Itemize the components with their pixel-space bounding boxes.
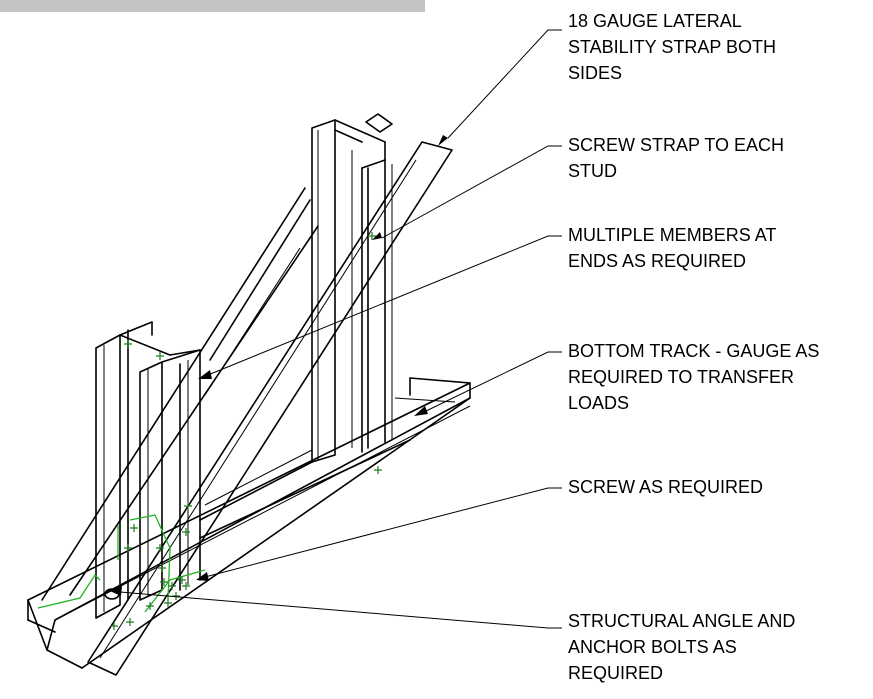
callout-line: SIDES [568,63,623,83]
leader-lines [110,29,562,629]
cross-rails [199,439,411,539]
callout-line: STRUCTURAL ANGLE AND [568,611,796,631]
structural-angle [37,514,206,613]
bottom-track [27,377,471,669]
callout-lateral-strap: 18 GAUGE LATERAL STABILITY STRAP BOTH SI… [568,8,776,86]
screw-marks [110,232,382,630]
callout-bottom-track: BOTTOM TRACK - GAUGE AS REQUIRED TO TRAN… [568,338,819,416]
callout-line: ANCHOR BOLTS AS [568,637,737,657]
callout-line: SCREW STRAP TO EACH [568,135,785,155]
callout-line: REQUIRED [568,663,664,683]
callout-screw-strap: SCREW STRAP TO EACH STUD [568,132,784,184]
lateral-strap [87,141,453,676]
callout-line: STABILITY STRAP BOTH [568,37,777,57]
callout-line: MULTIPLE MEMBERS AT [568,225,777,245]
front-studs [95,321,201,619]
callout-line: LOADS [568,393,630,413]
callout-multiple-members: MULTIPLE MEMBERS AT ENDS AS REQUIRED [568,222,776,274]
callout-structural-angle: STRUCTURAL ANGLE AND ANCHOR BOLTS AS REQ… [568,608,795,686]
title-bar-strip [0,0,425,12]
callout-screw-required: SCREW AS REQUIRED [568,474,763,500]
callout-line: REQUIRED TO TRANSFER [568,367,795,387]
callout-line: STUD [568,161,617,181]
callout-line: SCREW AS REQUIRED [568,477,764,497]
callout-line: 18 GAUGE LATERAL [568,11,742,31]
back-stud [311,113,393,463]
callout-line: BOTTOM TRACK - GAUGE AS [568,341,820,361]
callout-line: ENDS AS REQUIRED [568,251,747,271]
diagonal-braces [41,187,319,601]
